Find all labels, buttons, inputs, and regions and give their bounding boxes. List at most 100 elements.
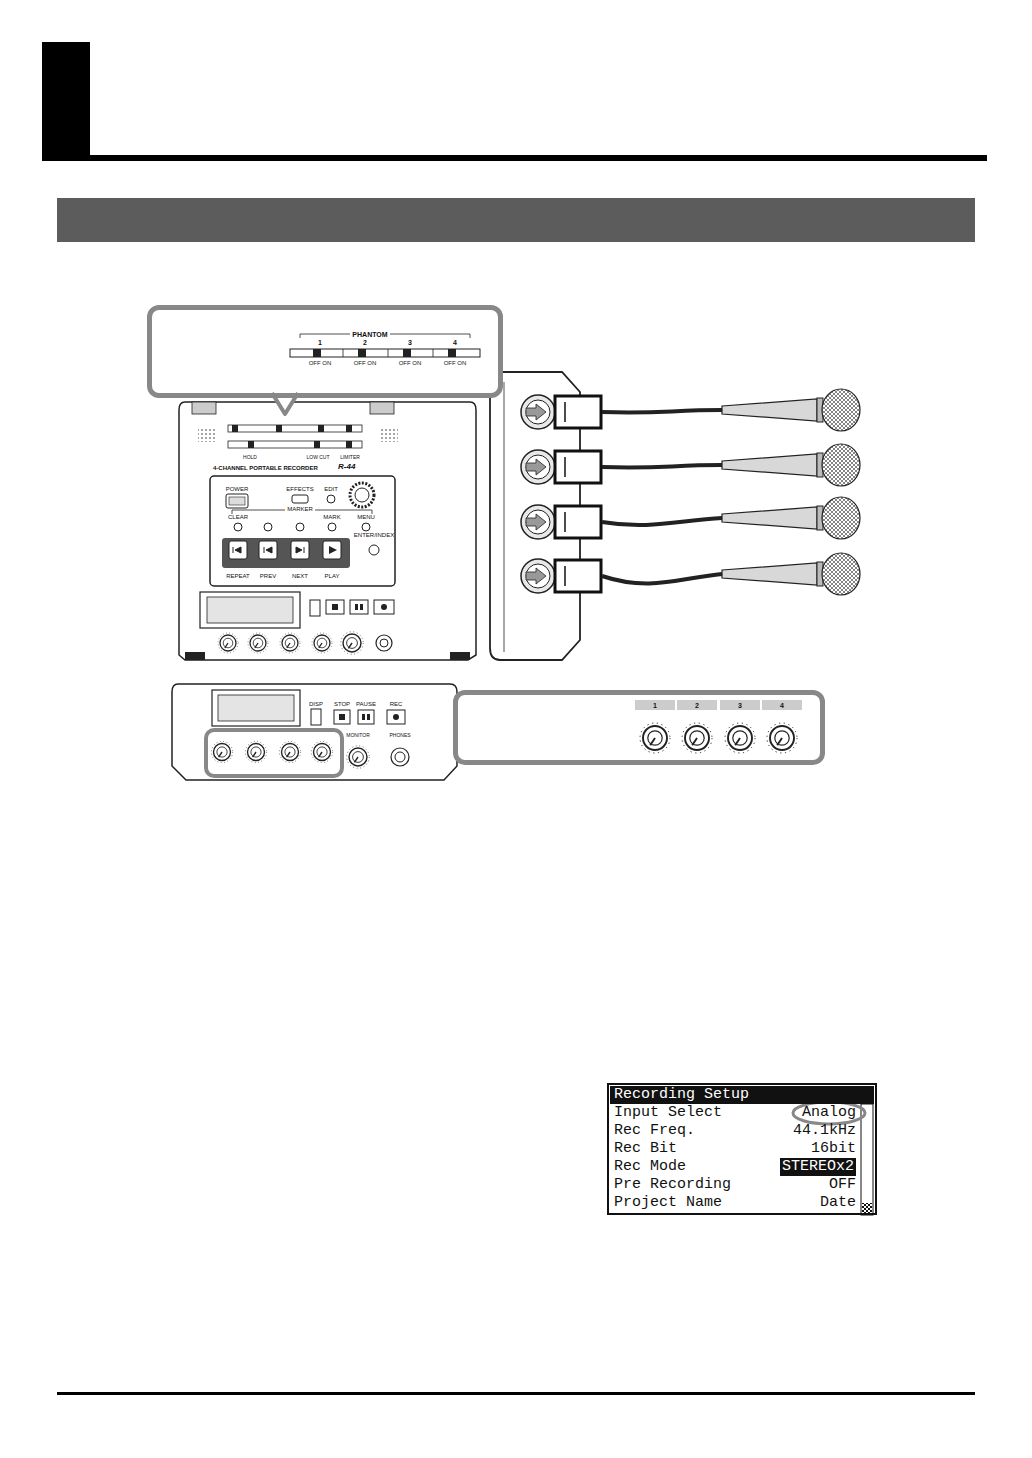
recorder-bottom <box>279 741 300 762</box>
phantom-callout-art <box>152 310 498 393</box>
recorder-front <box>314 441 320 448</box>
recorder-bottom <box>387 710 405 724</box>
part-label: 4-CHANNEL PORTABLE RECORDER <box>213 465 318 471</box>
microphone <box>722 389 860 431</box>
recorder-front <box>218 633 238 653</box>
part-label: REC <box>390 701 403 707</box>
recorder-front <box>276 425 282 432</box>
phantom-callout-art <box>152 310 498 414</box>
phantom-callout-art <box>403 349 411 357</box>
screen-item: Pre Recording <box>614 1176 731 1194</box>
recorder-front <box>346 441 352 448</box>
heading-marks <box>42 42 987 1395</box>
heading-marks <box>42 155 987 161</box>
screen-item: Rec Freq. <box>614 1122 695 1140</box>
heading-marks <box>57 1392 975 1395</box>
recorder-side <box>555 506 601 538</box>
recorder-side <box>555 560 601 592</box>
recorder-front <box>280 633 300 653</box>
recorder-bottom <box>218 695 294 721</box>
part-label: PAUSE <box>356 701 376 707</box>
recorder-front <box>232 425 238 432</box>
part-label: REPEAT <box>226 573 250 579</box>
callout-text: OFF ON <box>309 360 332 366</box>
recorder-front <box>296 547 304 553</box>
part-label: PHONES <box>389 733 410 738</box>
lcd-scrollbar <box>861 1104 873 1215</box>
recorder-bottom <box>211 741 232 762</box>
knob-callout-art <box>762 700 802 710</box>
callout-text: 3 <box>408 339 412 346</box>
part-label: EFFECTS <box>286 486 313 492</box>
recorder-bottom <box>393 714 399 720</box>
recorder-front <box>292 495 308 503</box>
recorder-bottom <box>172 684 457 780</box>
callout-text: 4 <box>780 702 784 709</box>
knob-callout-art <box>720 700 760 710</box>
knob-callout-art <box>458 695 820 760</box>
knob-callout-art <box>677 700 717 710</box>
recorder-front <box>200 592 300 628</box>
recorder-front <box>332 604 338 610</box>
lcd-screen: Recording SetupInput SelectAnalogRec Fre… <box>607 1083 877 1215</box>
recorder-side <box>555 396 601 428</box>
phantom-callout-art <box>290 349 480 357</box>
screen-item: Rec Bit <box>614 1140 677 1158</box>
recorder-front <box>369 545 379 555</box>
recorder-front <box>228 441 362 448</box>
recorder-front <box>248 441 254 448</box>
screen-title: Recording Setup <box>614 1086 749 1104</box>
recorder-front <box>296 523 304 531</box>
lcd-row: Input SelectAnalog <box>610 1104 874 1122</box>
recorder-side <box>504 382 505 652</box>
recorder-front <box>323 541 341 559</box>
part-label: MARKER <box>287 506 313 512</box>
heading-marks <box>42 42 90 158</box>
callout-box: 1234 <box>453 690 825 765</box>
recorder-front <box>229 541 247 559</box>
knob-callout-art <box>725 723 755 753</box>
phantom-callout-art <box>343 349 344 357</box>
knob-callout-art <box>458 695 820 760</box>
knob-callout-art <box>640 723 670 753</box>
callout-text: 3 <box>738 702 742 709</box>
recorder-front <box>233 547 241 553</box>
part-label: MENU <box>357 514 375 520</box>
recorder-front <box>355 604 358 610</box>
recorder-front <box>355 488 369 502</box>
recorder-front <box>226 494 248 508</box>
recorder-front <box>179 402 476 660</box>
callout-text: 4 <box>453 339 457 346</box>
recorder-bottom <box>212 690 300 726</box>
recorder-bottom <box>311 709 321 725</box>
part-label: LOW CUT <box>306 455 329 460</box>
lcd-row: Recording Setup <box>610 1086 874 1104</box>
screen-item: Project Name <box>614 1194 722 1212</box>
recorder-front <box>327 495 335 503</box>
highlight-frame <box>206 730 342 776</box>
recorder-front <box>346 425 352 432</box>
screen-item: OFF <box>829 1176 856 1194</box>
part-label: STOP <box>334 701 350 707</box>
recorder-front <box>185 652 205 660</box>
recorder-front <box>207 597 293 623</box>
part-label: LIMITER <box>340 455 360 460</box>
recorder-front <box>179 402 476 660</box>
recorder-side <box>521 450 555 484</box>
recorder-front <box>312 633 332 653</box>
recorder-front <box>326 600 344 614</box>
recorder-side <box>521 559 555 593</box>
recorder-front <box>374 600 394 614</box>
part-label: CLEAR <box>228 514 248 520</box>
recorder-front <box>210 476 395 586</box>
screen-item: Date <box>820 1194 856 1212</box>
recorder-front <box>376 635 392 651</box>
part-label: POWER <box>226 486 249 492</box>
recorder-bottom <box>172 684 457 780</box>
recorder-front <box>328 523 336 531</box>
recorder-front <box>350 483 374 507</box>
mic-cable <box>602 574 722 583</box>
